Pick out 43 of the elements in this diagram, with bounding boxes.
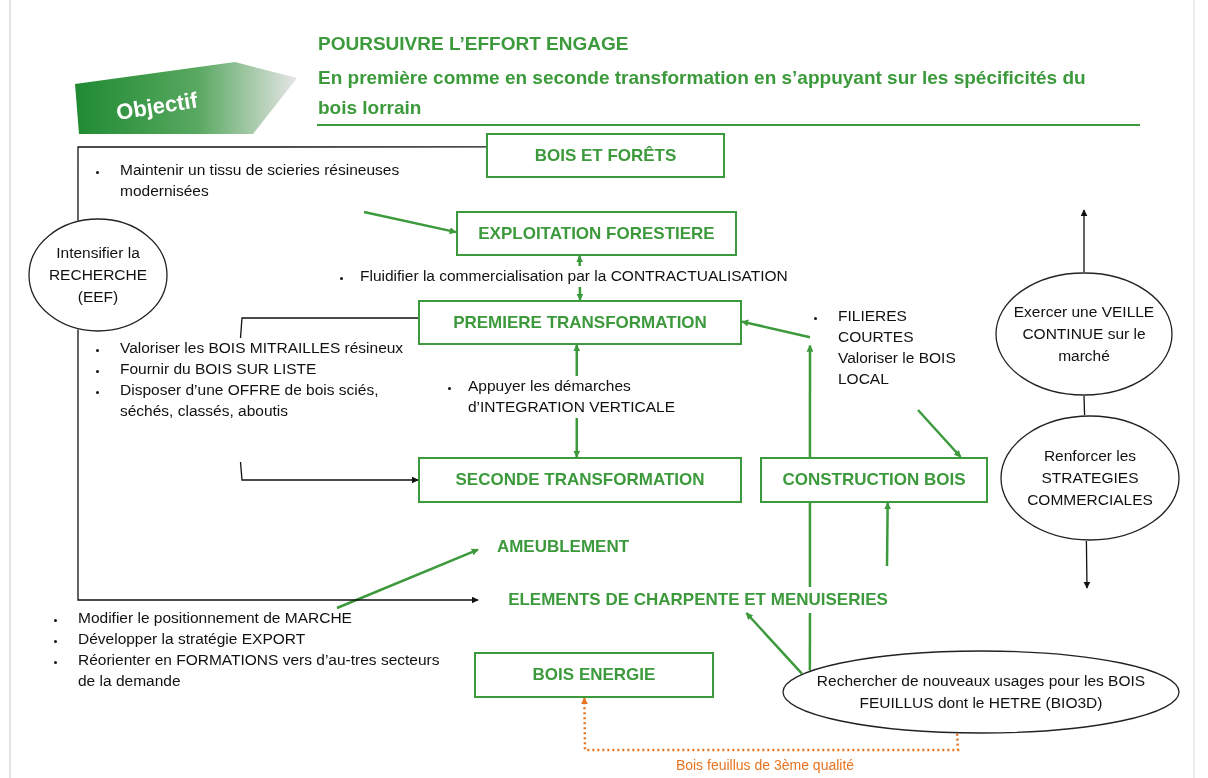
arrow	[745, 612, 803, 675]
heading: POURSUIVRE L’EFFORT ENGAGE	[318, 33, 629, 55]
process-box	[418, 300, 742, 345]
bullet-item: Valoriser les BOIS MITRAILLES résineux	[92, 338, 404, 359]
objective-arrow-banner	[75, 62, 297, 134]
oval-node	[1000, 415, 1180, 541]
arrow	[917, 409, 962, 458]
process-box	[486, 133, 725, 178]
oval-label: Intensifier la RECHERCHE (EEF)	[47, 243, 149, 307]
arrow	[806, 344, 814, 457]
connector-line	[1083, 395, 1086, 416]
process-box	[474, 652, 714, 698]
connector-line	[808, 503, 812, 587]
oval-label: Renforcer les STRATEGIES COMMERCIALES	[1026, 446, 1154, 510]
arrow	[363, 210, 457, 235]
dotted-arrow	[580, 697, 960, 752]
arrow	[741, 319, 811, 339]
bullet-item: Maintenir un tissu de scieries résineuses modernisées	[92, 160, 412, 202]
arrow	[1083, 540, 1091, 589]
bullet-item: Modifier le positionnement de MARCHE	[50, 608, 352, 629]
oval-label: Exercer une VEILLE CONTINUE sur le marché	[1012, 302, 1156, 366]
bullet-item: Développer la stratégie EXPORT	[50, 628, 306, 650]
subheading: En première comme en seconde transformation en s’appuyant sur les spécificités du bois lorrain	[318, 66, 1087, 120]
arrow	[77, 328, 479, 604]
process-box	[456, 211, 737, 256]
oval-node	[995, 272, 1173, 396]
bullet-item: Fournir du BOIS SUR LISTE	[92, 358, 317, 380]
arrow	[239, 461, 419, 484]
connector-line	[808, 613, 812, 671]
bullet-item: Disposer d’une OFFRE de bois sciés, séchés, classés, aboutis	[92, 379, 422, 422]
oval-node	[782, 650, 1180, 734]
connector-line	[239, 317, 419, 339]
arrow	[884, 502, 892, 566]
process-box	[760, 457, 988, 503]
oval-node	[28, 218, 168, 332]
oval-label: Rechercher de nouveaux usages pour les BOIS FEUILLUS dont le HETRE (BIO3D)	[815, 670, 1147, 713]
process-box	[418, 457, 742, 503]
connector-line	[77, 146, 487, 222]
arrow	[1080, 209, 1088, 273]
bullet-item: FILIERES COURTES Valoriser le BOIS LOCAL	[810, 306, 960, 390]
arrow	[336, 548, 479, 610]
bullet-item: Réorienter en FORMATIONS vers d’au-tres secteurs de la demande	[50, 649, 460, 692]
banner-label: Objectif	[114, 87, 200, 126]
